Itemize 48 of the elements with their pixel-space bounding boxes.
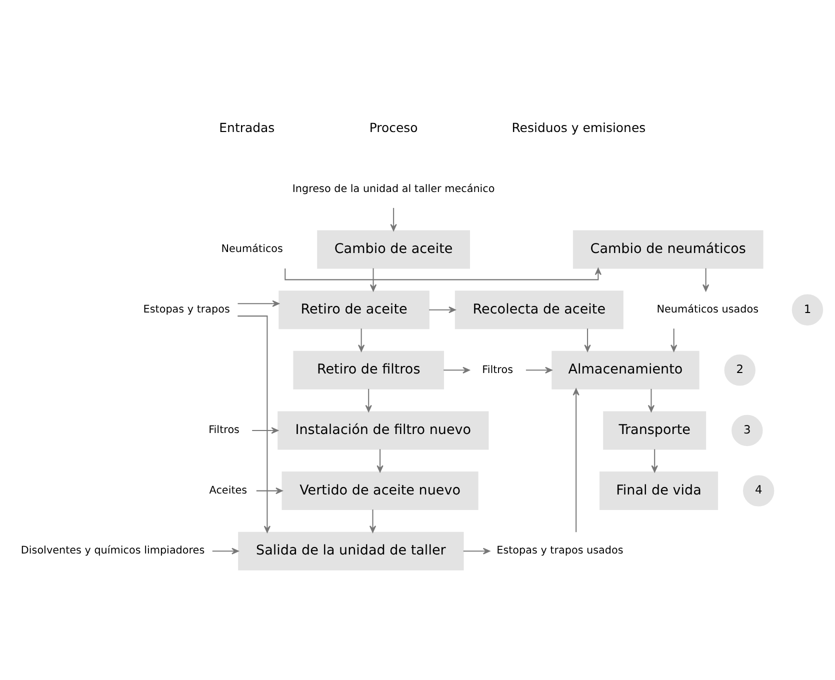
arrow (702, 268, 709, 292)
arrow (670, 328, 677, 352)
label: Residuos y emisiones (511, 120, 646, 136)
arrow (462, 548, 490, 554)
node-text: Neumáticos (220, 243, 282, 256)
arrow (572, 388, 579, 532)
node-box: Transporte (602, 411, 706, 450)
arrow (237, 300, 279, 307)
node-box: Cambio de neumáticos (572, 230, 763, 269)
node-box: Retiro de filtros (292, 350, 444, 390)
node-circle: 4 (742, 475, 774, 506)
node-box: Retiro de aceite (278, 290, 429, 330)
node-text: Filtros (482, 364, 513, 376)
arrow (358, 328, 364, 352)
node-text: Disolventes y químicos limpiadores (20, 544, 204, 557)
arrow (647, 388, 654, 412)
node-box: Cambio de aceite (316, 230, 470, 269)
arrow (368, 510, 376, 533)
arrow (364, 388, 372, 412)
arrow (376, 449, 383, 472)
node-box: Final de vida (598, 472, 718, 510)
node-box: Instalación de filtro nuevo (277, 411, 488, 450)
node-text: Ingreso de la unidad al taller mecánico (292, 182, 494, 195)
node-circle: 3 (731, 414, 762, 446)
arrow (525, 366, 552, 374)
node-box: Almacenamiento (551, 350, 699, 390)
node-text: Filtros (208, 424, 239, 436)
label: Proceso (368, 120, 418, 136)
arrow (428, 306, 456, 314)
arrow (390, 208, 396, 232)
node-circle: 1 (791, 294, 823, 326)
arrow (650, 449, 658, 472)
arrow (252, 427, 278, 434)
label: Entradas (218, 120, 274, 136)
node-text: Aceites (208, 484, 247, 496)
node-box: Vertido de aceite nuevo (281, 472, 478, 510)
arrow (443, 366, 470, 374)
arrow (237, 316, 270, 533)
arrow (584, 328, 590, 352)
node-text: Estopas y trapos usados (496, 544, 623, 557)
node-circle: 2 (724, 354, 755, 386)
node-box: Salida de la unidad de taller (238, 532, 464, 570)
node-text: Estopas y trapos (142, 303, 230, 316)
node-box: Recolecta de aceite (454, 290, 623, 330)
node-text: Neumáticos usados (656, 303, 758, 316)
arrow (212, 548, 238, 554)
arrow (369, 268, 376, 292)
arrow (256, 487, 282, 494)
